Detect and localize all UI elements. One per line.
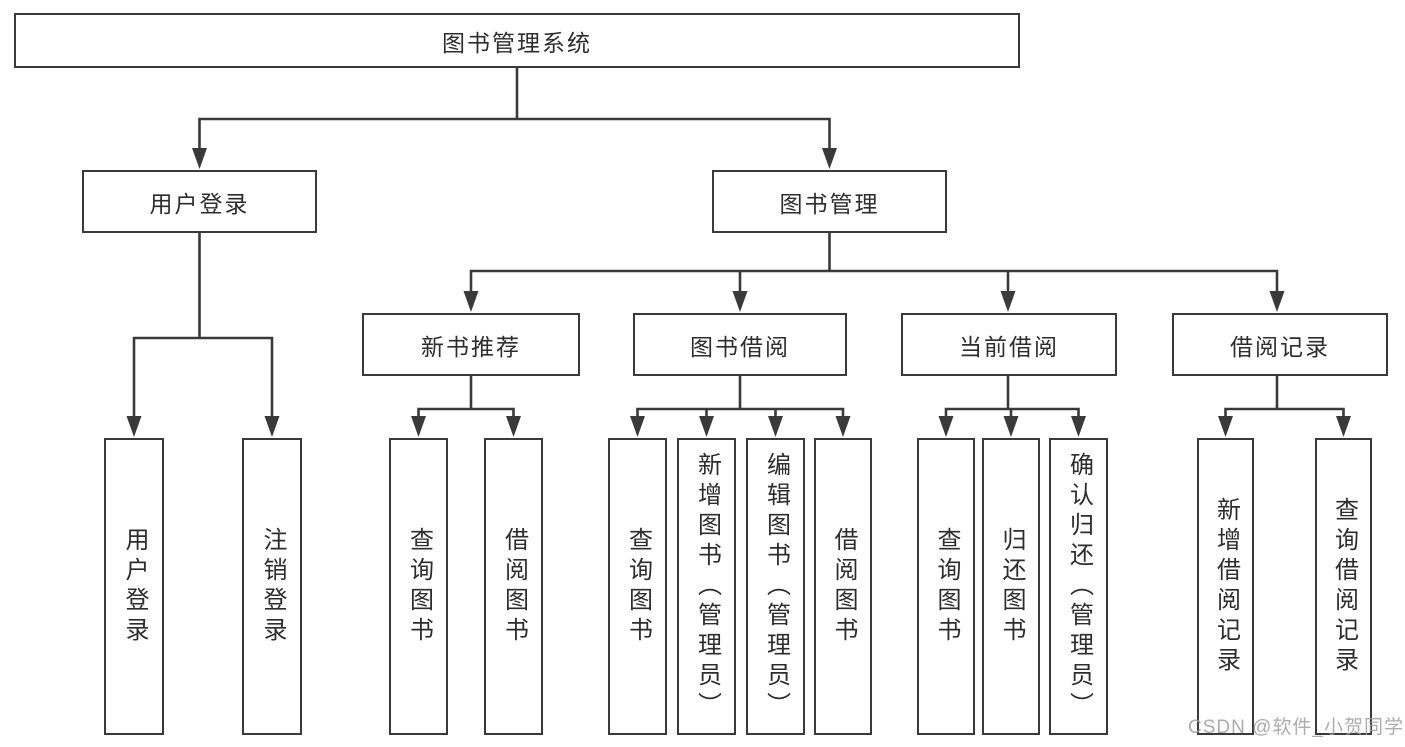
leaf-borrow-books: 借阅图书 bbox=[814, 438, 872, 735]
node-new-book-recommend: 新书推荐 bbox=[362, 313, 580, 376]
leaf-query-books-recommend-label: 查询图书 bbox=[405, 526, 433, 647]
node-user-login-label: 用户登录 bbox=[149, 190, 250, 217]
leaf-return-book-label: 归还图书 bbox=[998, 526, 1025, 647]
node-new-book-recommend-label: 新书推荐 bbox=[421, 333, 521, 360]
node-borrow-records-label: 借阅记录 bbox=[1230, 333, 1330, 360]
leaf-query-borrow-record: 查询借阅记录 bbox=[1315, 438, 1372, 735]
leaf-borrow-books-recommend: 借阅图书 bbox=[484, 438, 543, 735]
node-current-borrow-label: 当前借阅 bbox=[959, 333, 1059, 360]
leaf-logout: 注销登录 bbox=[242, 438, 302, 735]
leaf-edit-book-admin-label: 编辑图书（管理员） bbox=[762, 451, 790, 722]
node-root-label: 图书管理系统 bbox=[442, 29, 592, 56]
leaf-borrow-books-recommend-label: 借阅图书 bbox=[500, 526, 528, 647]
node-book-borrow: 图书借阅 bbox=[633, 313, 847, 376]
node-user-login: 用户登录 bbox=[82, 170, 317, 233]
leaf-return-book: 归还图书 bbox=[982, 438, 1040, 735]
leaf-user-login-label: 用户登录 bbox=[121, 526, 148, 647]
node-book-borrow-label: 图书借阅 bbox=[690, 333, 790, 360]
node-borrow-records: 借阅记录 bbox=[1172, 313, 1388, 376]
leaf-query-books-borrow-label: 查询图书 bbox=[624, 526, 652, 647]
leaf-query-books-recommend: 查询图书 bbox=[389, 438, 448, 735]
node-current-borrow: 当前借阅 bbox=[901, 313, 1117, 376]
node-book-management-label: 图书管理 bbox=[779, 190, 880, 217]
leaf-user-login: 用户登录 bbox=[104, 438, 164, 735]
node-book-management: 图书管理 bbox=[712, 170, 947, 233]
leaf-add-book-admin: 新增图书（管理员） bbox=[677, 438, 736, 735]
leaf-logout-label: 注销登录 bbox=[259, 526, 286, 647]
leaf-add-book-admin-label: 新增图书（管理员） bbox=[693, 451, 721, 722]
leaf-borrow-books-label: 借阅图书 bbox=[830, 526, 857, 647]
leaf-add-borrow-record: 新增借阅记录 bbox=[1197, 438, 1254, 735]
leaf-confirm-return-admin-label: 确认归还（管理员） bbox=[1065, 451, 1093, 722]
csdn-watermark: CSDN @软件_小贺同学 bbox=[1188, 717, 1404, 738]
leaf-query-borrow-record-label: 查询借阅记录 bbox=[1330, 496, 1358, 677]
leaf-query-books-borrow: 查询图书 bbox=[608, 438, 667, 735]
leaf-edit-book-admin: 编辑图书（管理员） bbox=[746, 438, 805, 735]
leaf-confirm-return-admin: 确认归还（管理员） bbox=[1049, 438, 1108, 735]
node-root: 图书管理系统 bbox=[14, 13, 1020, 68]
leaf-query-books-current-label: 查询图书 bbox=[933, 526, 960, 647]
leaf-add-borrow-record-label: 新增借阅记录 bbox=[1212, 496, 1240, 677]
leaf-query-books-current: 查询图书 bbox=[917, 438, 975, 735]
